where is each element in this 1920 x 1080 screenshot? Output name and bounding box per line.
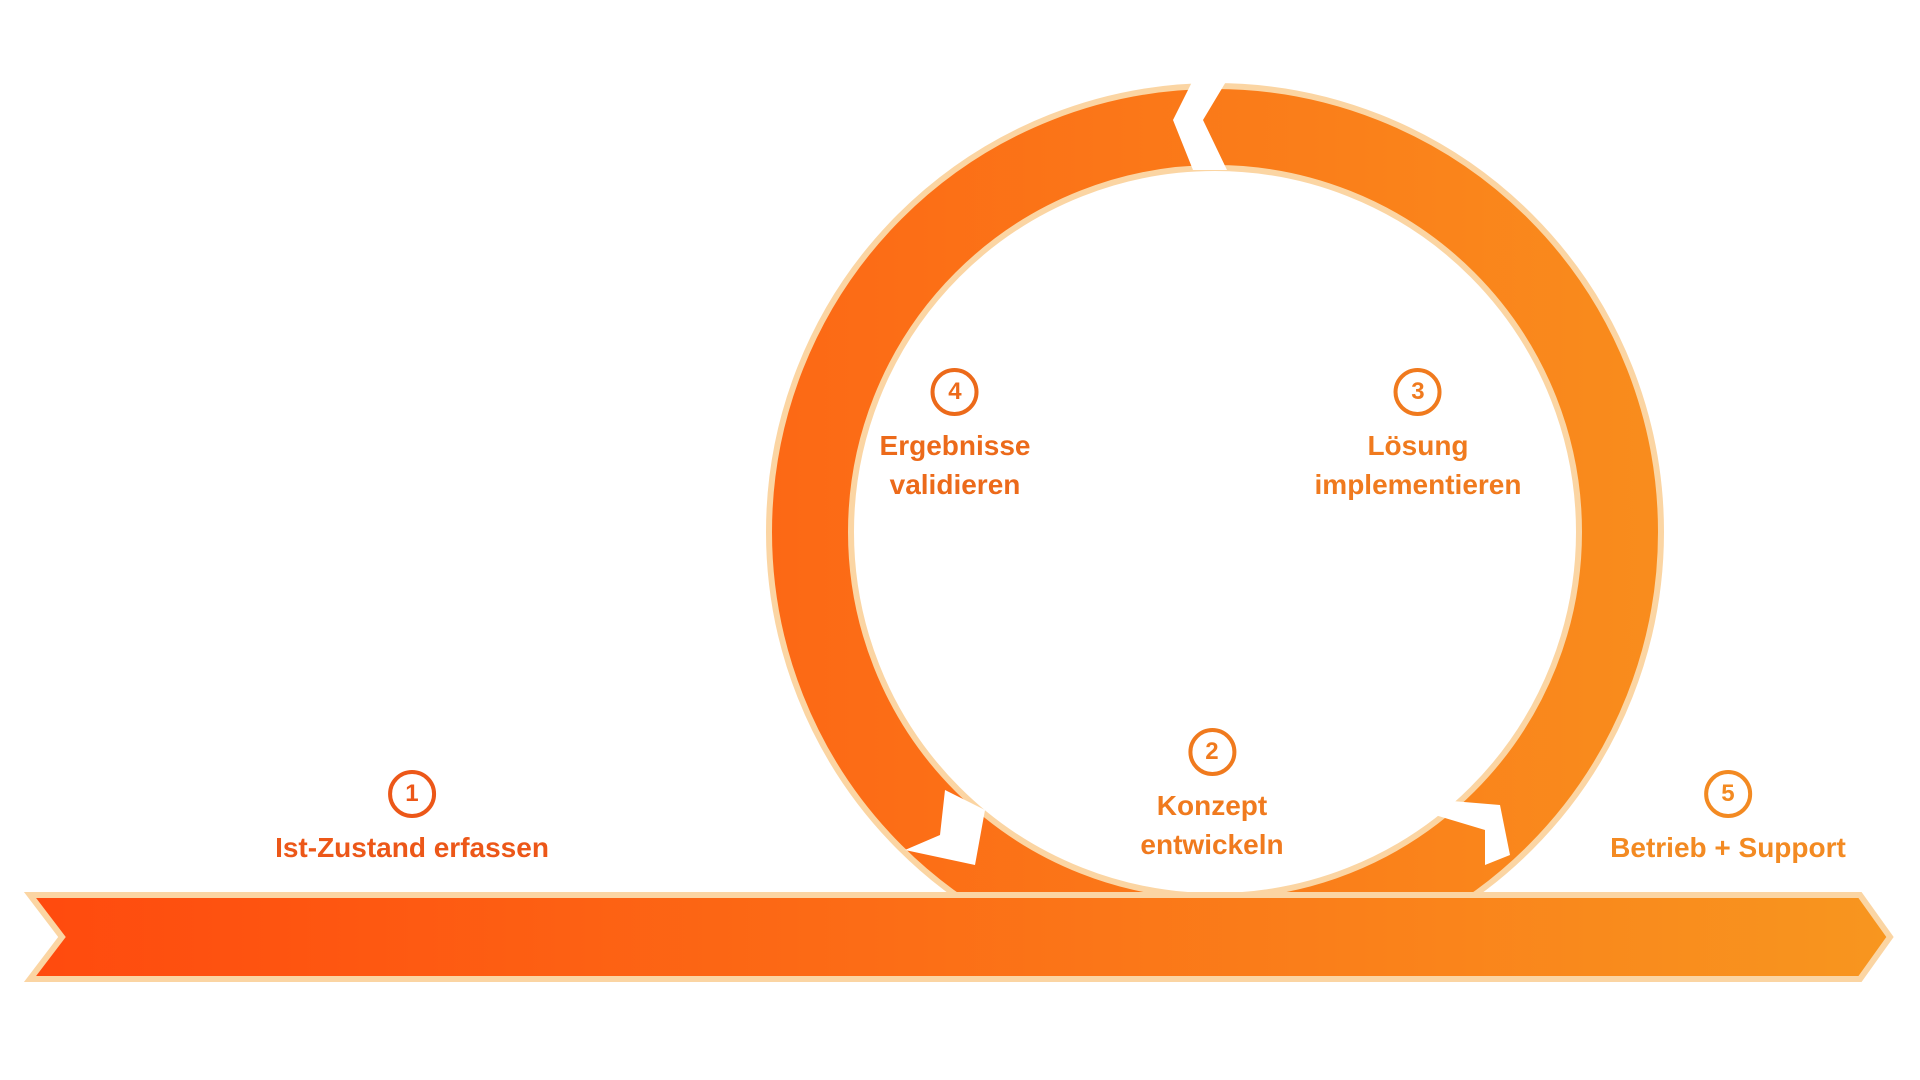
step-1: 1 Ist-Zustand erfassen bbox=[275, 770, 549, 867]
step-1-number-badge: 1 bbox=[387, 770, 436, 818]
timeline-arrow bbox=[23, 892, 1894, 982]
step-5-label: Betrieb + Support bbox=[1610, 832, 1846, 863]
ring-gaps bbox=[905, 80, 1510, 865]
step-3-number-badge: 3 bbox=[1393, 368, 1442, 416]
step-5-number-badge: 5 bbox=[1703, 770, 1752, 818]
step-1-label: Ist-Zustand erfassen bbox=[275, 832, 549, 863]
step-5: 5 Betrieb + Support bbox=[1610, 770, 1846, 867]
step-2-number-badge: 2 bbox=[1187, 728, 1236, 776]
step-4-number-badge: 4 bbox=[930, 368, 979, 416]
loop-base bbox=[950, 900, 1470, 945]
